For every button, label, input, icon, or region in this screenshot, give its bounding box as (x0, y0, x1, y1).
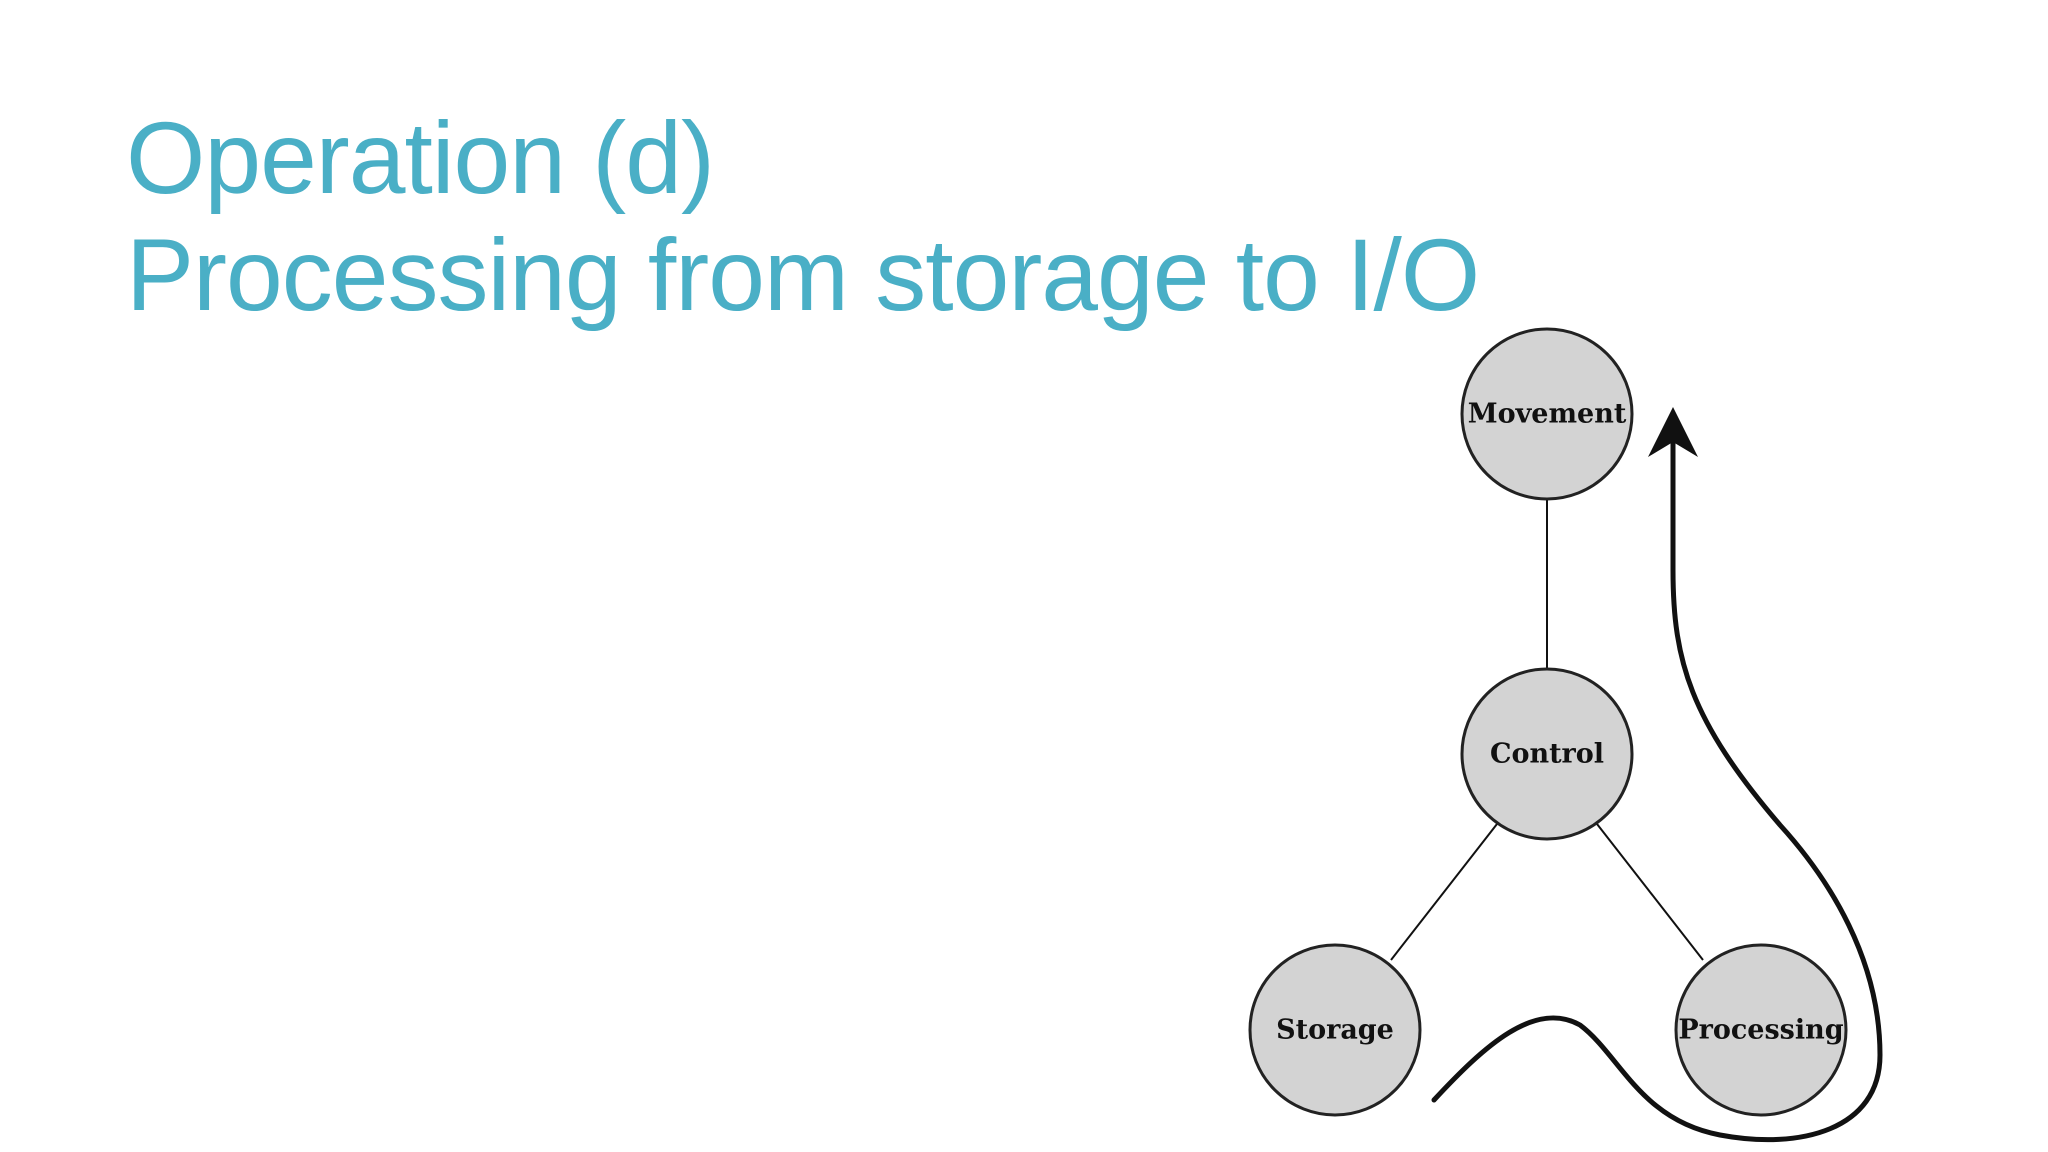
edge-control-processing (1596, 823, 1704, 961)
node-processing: Processing (1674, 943, 1848, 1117)
slide-title-line-1: Operation (d) (126, 101, 715, 215)
slide-title-line-2: Processing from storage to I/O (126, 218, 1480, 332)
node-processing-label: Processing (1678, 1015, 1843, 1046)
flow-arrow-storage-to-movement (1431, 407, 1883, 1143)
slide-title: Operation (d) Processing from storage to… (126, 100, 1480, 334)
node-control: Control (1460, 667, 1634, 841)
node-storage-label: Storage (1276, 1015, 1394, 1046)
node-movement: Movement (1460, 327, 1634, 501)
node-movement-label: Movement (1468, 399, 1627, 430)
node-storage: Storage (1248, 943, 1422, 1117)
node-control-label: Control (1490, 739, 1604, 770)
edge-control-storage (1390, 823, 1498, 961)
